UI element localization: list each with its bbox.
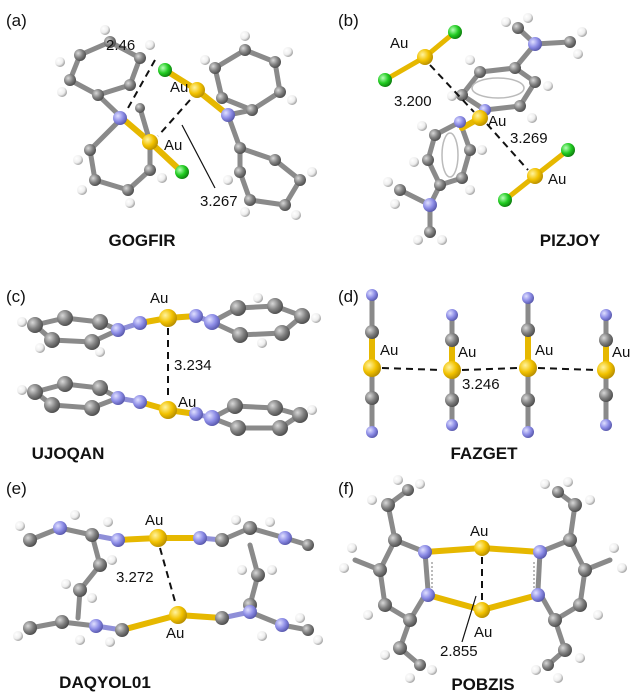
panel-a-au-label-1: Au — [170, 79, 188, 96]
panel-d: (d) Au Au Au Au 3.2 — [338, 287, 630, 463]
panel-a: (a) — [6, 11, 317, 250]
panel-d-code: FAZGET — [450, 444, 518, 463]
panel-d-au-label-1: Au — [380, 342, 398, 359]
panel-c: (c) — [6, 287, 321, 463]
panel-e-code: DAQYOL01 — [59, 673, 151, 692]
panel-a-distance-1: 2.46 — [106, 37, 135, 54]
panel-b-letter: (b) — [338, 11, 359, 30]
panel-b-code: PIZJOY — [540, 231, 601, 250]
panel-f-leader — [461, 595, 477, 643]
panel-e-distance: 3.272 — [116, 569, 154, 586]
panel-c-atoms — [17, 293, 321, 436]
panel-c-au-label-2: Au — [178, 394, 196, 411]
panel-a-aurophilic-line — [157, 99, 191, 137]
panel-f-distance: 2.855 — [440, 643, 478, 660]
panel-b: (b) — [338, 11, 601, 250]
panel-d-aurophilic-line-2 — [461, 367, 519, 371]
panel-b-aurophilic-line-2 — [486, 123, 529, 171]
panel-a-code: GOGFIR — [108, 231, 175, 250]
panel-d-letter: (d) — [338, 287, 359, 306]
panel-b-au-label-1: Au — [390, 35, 408, 52]
panel-d-aurophilic-line-3 — [537, 367, 597, 371]
panel-f-au-label-2: Au — [474, 624, 492, 641]
panel-e-atoms — [13, 510, 323, 647]
panel-f-letter: (f) — [338, 479, 354, 498]
panel-d-au-label-4: Au — [612, 344, 630, 361]
panel-e-molecule — [27, 525, 311, 633]
panel-b-aurophilic-line-1 — [429, 64, 475, 113]
panel-a-atoms — [55, 25, 317, 220]
panel-b-distance-2: 3.269 — [510, 130, 548, 147]
panel-a-hbond-line — [127, 59, 156, 109]
panel-c-letter: (c) — [6, 287, 26, 306]
panel-a-leader — [181, 124, 216, 189]
panel-d-au-label-2: Au — [458, 344, 476, 361]
panel-d-distance: 3.246 — [462, 376, 500, 393]
panel-a-distance-2: 3.267 — [200, 193, 238, 210]
panel-e-au-label-2: Au — [166, 625, 184, 642]
panel-d-atoms — [363, 289, 615, 438]
panel-b-au-label-3: Au — [548, 171, 566, 188]
panel-b-au-label-2: Au — [488, 113, 506, 130]
panel-b-atoms — [378, 13, 587, 245]
panel-d-aurophilic-line-1 — [381, 367, 443, 371]
panel-a-letter: (a) — [6, 11, 27, 30]
panel-f: (f) — [338, 475, 627, 694]
panel-d-au-label-3: Au — [535, 342, 553, 359]
panel-a-molecule — [67, 39, 303, 208]
panel-d-molecule — [369, 292, 609, 435]
panel-c-au-label-1: Au — [150, 290, 168, 307]
panel-e-au-label-1: Au — [145, 512, 163, 529]
panel-a-au-label-2: Au — [164, 137, 182, 154]
panel-e-letter: (e) — [6, 479, 27, 498]
panel-f-code: POBZIS — [451, 675, 514, 694]
panel-c-distance: 3.234 — [174, 357, 212, 374]
panel-f-au-label-1: Au — [470, 523, 488, 540]
panel-f-atoms — [339, 475, 627, 683]
panel-e: (e) — [6, 479, 323, 692]
panel-b-distance-1: 3.200 — [394, 93, 432, 110]
panel-c-code: UJOQAN — [32, 444, 105, 463]
panel-e-aurophilic-line — [159, 547, 177, 606]
